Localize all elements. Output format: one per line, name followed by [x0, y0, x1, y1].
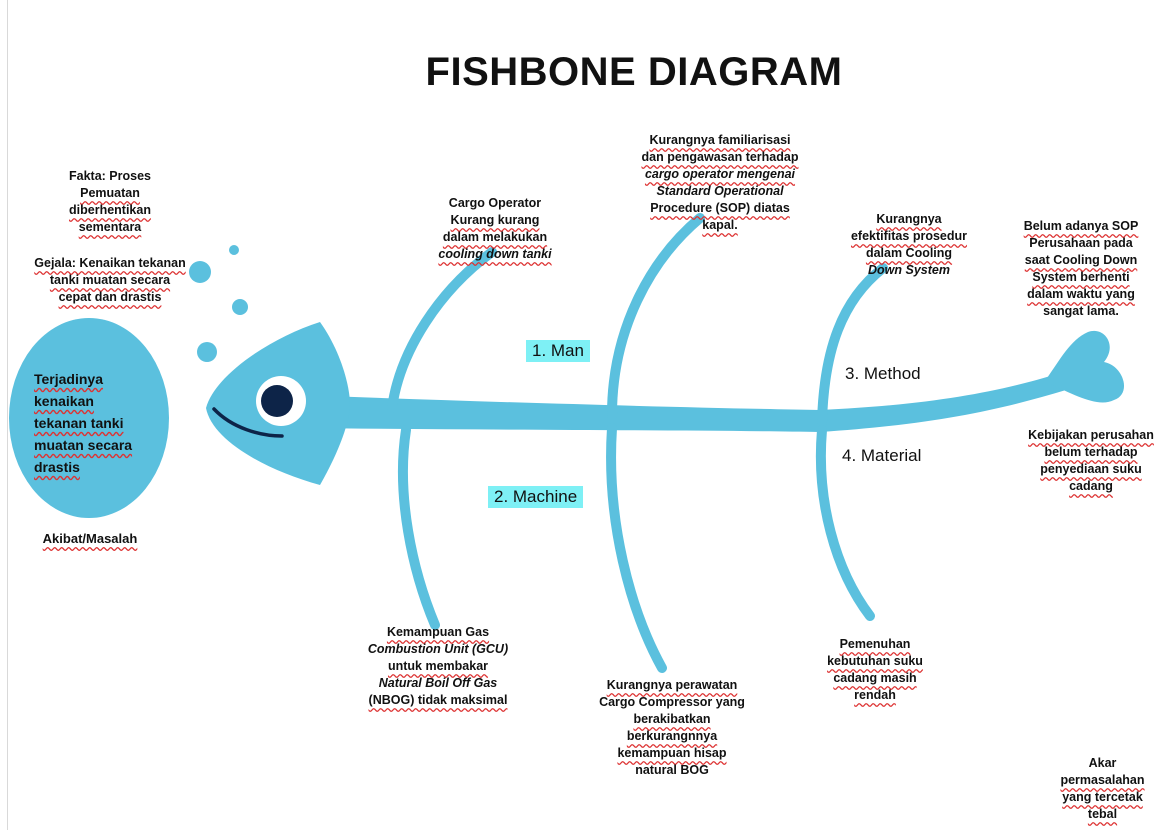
- note-line: Fakta: Proses: [40, 168, 180, 185]
- note-line: sementara: [40, 219, 180, 236]
- note-line: Pemenuhan: [800, 636, 950, 653]
- note-line: rendah: [800, 687, 950, 704]
- note-line: efektifitas prosedur: [834, 228, 984, 245]
- note-line: Kemampuan Gas: [343, 624, 533, 641]
- note-line: penyediaan suku: [1010, 461, 1172, 478]
- cause-machine-2: Kurangnya perawatan Cargo Compressor yan…: [572, 677, 772, 779]
- note-line: Cargo Operator: [410, 195, 580, 212]
- note-line: permasalahan: [1040, 772, 1165, 789]
- note-line: berakibatkan: [572, 711, 772, 728]
- note-line: Standard Operational: [620, 183, 820, 200]
- note-line: Down System: [834, 262, 984, 279]
- note-line: cadang: [1010, 478, 1172, 495]
- footnote: Akar permasalahan yang tercetak tebal: [1040, 755, 1165, 823]
- effect-text: Terjadinya kenaikan tekanan tanki muatan…: [34, 368, 174, 478]
- category-man: 1. Man: [526, 340, 590, 362]
- category-machine: 2. Machine: [488, 486, 583, 508]
- note-line: tebal: [1040, 806, 1165, 823]
- note-line: dalam Cooling: [834, 245, 984, 262]
- note-line: Kurangnya familiarisasi: [620, 132, 820, 149]
- note-line: cooling down tanki: [410, 246, 580, 263]
- bubble: [232, 299, 248, 315]
- note-line: Perusahaan pada: [996, 235, 1166, 252]
- bone-machine: [403, 430, 435, 625]
- note-line: dalam waktu yang: [996, 286, 1166, 303]
- note-line: System berhenti: [996, 269, 1166, 286]
- cause-man-1: Cargo Operator Kurang kurang dalam melak…: [410, 195, 580, 263]
- bone-man-2: [612, 218, 700, 415]
- note-line: Combustion Unit (GCU): [343, 641, 533, 658]
- cause-method-2: Belum adanya SOP Perusahaan pada saat Co…: [996, 218, 1166, 320]
- bubble: [229, 245, 239, 255]
- category-material: 4. Material: [842, 446, 921, 466]
- cause-material-2: Pemenuhan kebutuhan suku cadang masih re…: [800, 636, 950, 704]
- effect-line: muatan secara: [34, 434, 174, 456]
- note-line: cadang masih: [800, 670, 950, 687]
- page-title: FISHBONE DIAGRAM: [0, 50, 1172, 95]
- note-line: Procedure (SOP) diatas: [620, 200, 820, 217]
- note-line: cargo operator mengenai: [620, 166, 820, 183]
- note-line: dan pengawasan terhadap: [620, 149, 820, 166]
- note-line: Kurangnya perawatan: [572, 677, 772, 694]
- note-line: diberhentikan: [40, 202, 180, 219]
- cause-man-2: Kurangnya familiarisasi dan pengawasan t…: [620, 132, 820, 234]
- note-line: Belum adanya SOP: [996, 218, 1166, 235]
- note-line: Akar: [1040, 755, 1165, 772]
- cause-machine-1: Kemampuan Gas Combustion Unit (GCU) untu…: [343, 624, 533, 709]
- fish-eye-pupil: [261, 385, 293, 417]
- note-line: sangat lama.: [996, 303, 1166, 320]
- bone-method: [822, 268, 883, 422]
- note-line: untuk membakar: [343, 658, 533, 675]
- bubble: [197, 342, 217, 362]
- note-line: natural BOG: [572, 762, 772, 779]
- note-line: Natural Boil Off Gas: [343, 675, 533, 692]
- note-line: Kurang kurang: [410, 212, 580, 229]
- effect-caption: Akibat/Masalah: [20, 530, 160, 547]
- note-line: yang tercetak: [1040, 789, 1165, 806]
- note-line: berkurangnnya: [572, 728, 772, 745]
- note-line: saat Cooling Down: [996, 252, 1166, 269]
- note-line: Gejala: Kenaikan tekanan: [20, 255, 200, 272]
- cause-material-1: Kebijakan perusahan belum terhadap penye…: [1010, 427, 1172, 495]
- cause-method-1: Kurangnya efektifitas prosedur dalam Coo…: [834, 211, 984, 279]
- note-line: Kebijakan perusahan: [1010, 427, 1172, 444]
- note-line: (NBOG) tidak maksimal: [343, 692, 533, 709]
- note-line: kapal.: [620, 217, 820, 234]
- note-line: belum terhadap: [1010, 444, 1172, 461]
- gejala-note: Gejala: Kenaikan tekanan tanki muatan se…: [20, 255, 200, 306]
- effect-line: tekanan tanki: [34, 412, 174, 434]
- note-line: tanki muatan secara: [20, 272, 200, 289]
- note-line: Pemuatan: [40, 185, 180, 202]
- effect-line: drastis: [34, 456, 174, 478]
- note-line: dalam melakukan: [410, 229, 580, 246]
- note-line: cepat dan drastis: [20, 289, 200, 306]
- fish-spine: [300, 373, 1066, 432]
- note-line: kebutuhan suku: [800, 653, 950, 670]
- note-line: Kurangnya: [834, 211, 984, 228]
- bone-man-1: [392, 252, 492, 408]
- effect-line: kenaikan: [34, 390, 174, 412]
- note-line: kemampuan hisap: [572, 745, 772, 762]
- effect-caption-text: Akibat/Masalah: [20, 530, 160, 547]
- category-method: 3. Method: [845, 364, 921, 384]
- note-line: Cargo Compressor yang: [572, 694, 772, 711]
- fakta-note: Fakta: Proses Pemuatan diberhentikan sem…: [40, 168, 180, 236]
- effect-line: Terjadinya: [34, 368, 174, 390]
- bone-machine-2: [611, 428, 662, 668]
